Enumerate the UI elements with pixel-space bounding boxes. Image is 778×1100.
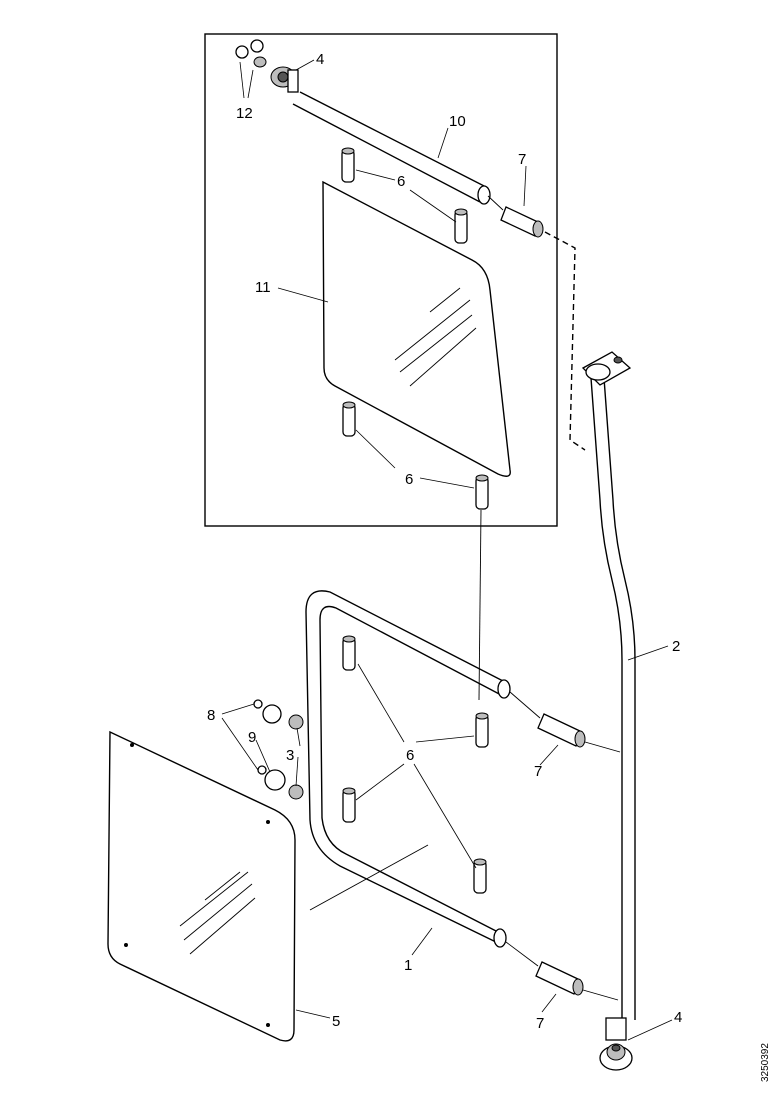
callout-upper-glass: 11	[255, 279, 271, 296]
post	[581, 351, 636, 1020]
screw-top	[235, 39, 267, 68]
coupler-bottom	[505, 941, 619, 1001]
frame-pointer	[309, 844, 429, 911]
upper-glass	[322, 180, 511, 477]
callout-bracket-bottom: 4	[674, 1009, 682, 1026]
callout-inserts-lower: 6	[406, 747, 414, 764]
callout-nut-top: 3	[286, 747, 294, 764]
coupler-top	[487, 195, 544, 238]
callout-coupler-bottom: 7	[536, 1015, 544, 1032]
upper-tube	[292, 91, 491, 205]
callout-screw-top: 12	[236, 105, 253, 122]
document-id: 3250392	[760, 1043, 771, 1082]
callout-labels: 12 4 10 7 6 11 6 2 7 6 8 3 9 8 3 1 7 4 5	[207, 51, 682, 1032]
lower-glass	[107, 730, 296, 1042]
bracket-bottom	[599, 1017, 633, 1071]
callout-post: 2	[672, 638, 680, 655]
leader-lines	[221, 59, 673, 1041]
hardware-set	[253, 699, 304, 800]
callout-frame: 1	[404, 957, 412, 974]
inserts-lower	[342, 635, 489, 894]
bracket-top	[270, 66, 299, 93]
callout-inserts-upper-top: 6	[397, 173, 405, 190]
callout-inserts-upper-bottom: 6	[405, 471, 413, 488]
coupler-mid	[509, 691, 621, 753]
callout-coupler-top: 7	[518, 151, 526, 168]
callout-lower-glass: 5	[332, 1013, 340, 1030]
guide-line	[478, 509, 482, 701]
callout-bolt-mid: 9	[248, 729, 256, 746]
dashed-link	[544, 231, 586, 451]
callout-bracket-top: 4	[316, 51, 324, 68]
callout-upper-tube: 10	[449, 113, 466, 130]
callout-washer-top: 8	[207, 707, 215, 724]
inserts-upper	[341, 147, 489, 510]
detail-frame	[204, 33, 558, 527]
callout-coupler-mid: 7	[534, 763, 542, 780]
frame	[305, 590, 511, 948]
